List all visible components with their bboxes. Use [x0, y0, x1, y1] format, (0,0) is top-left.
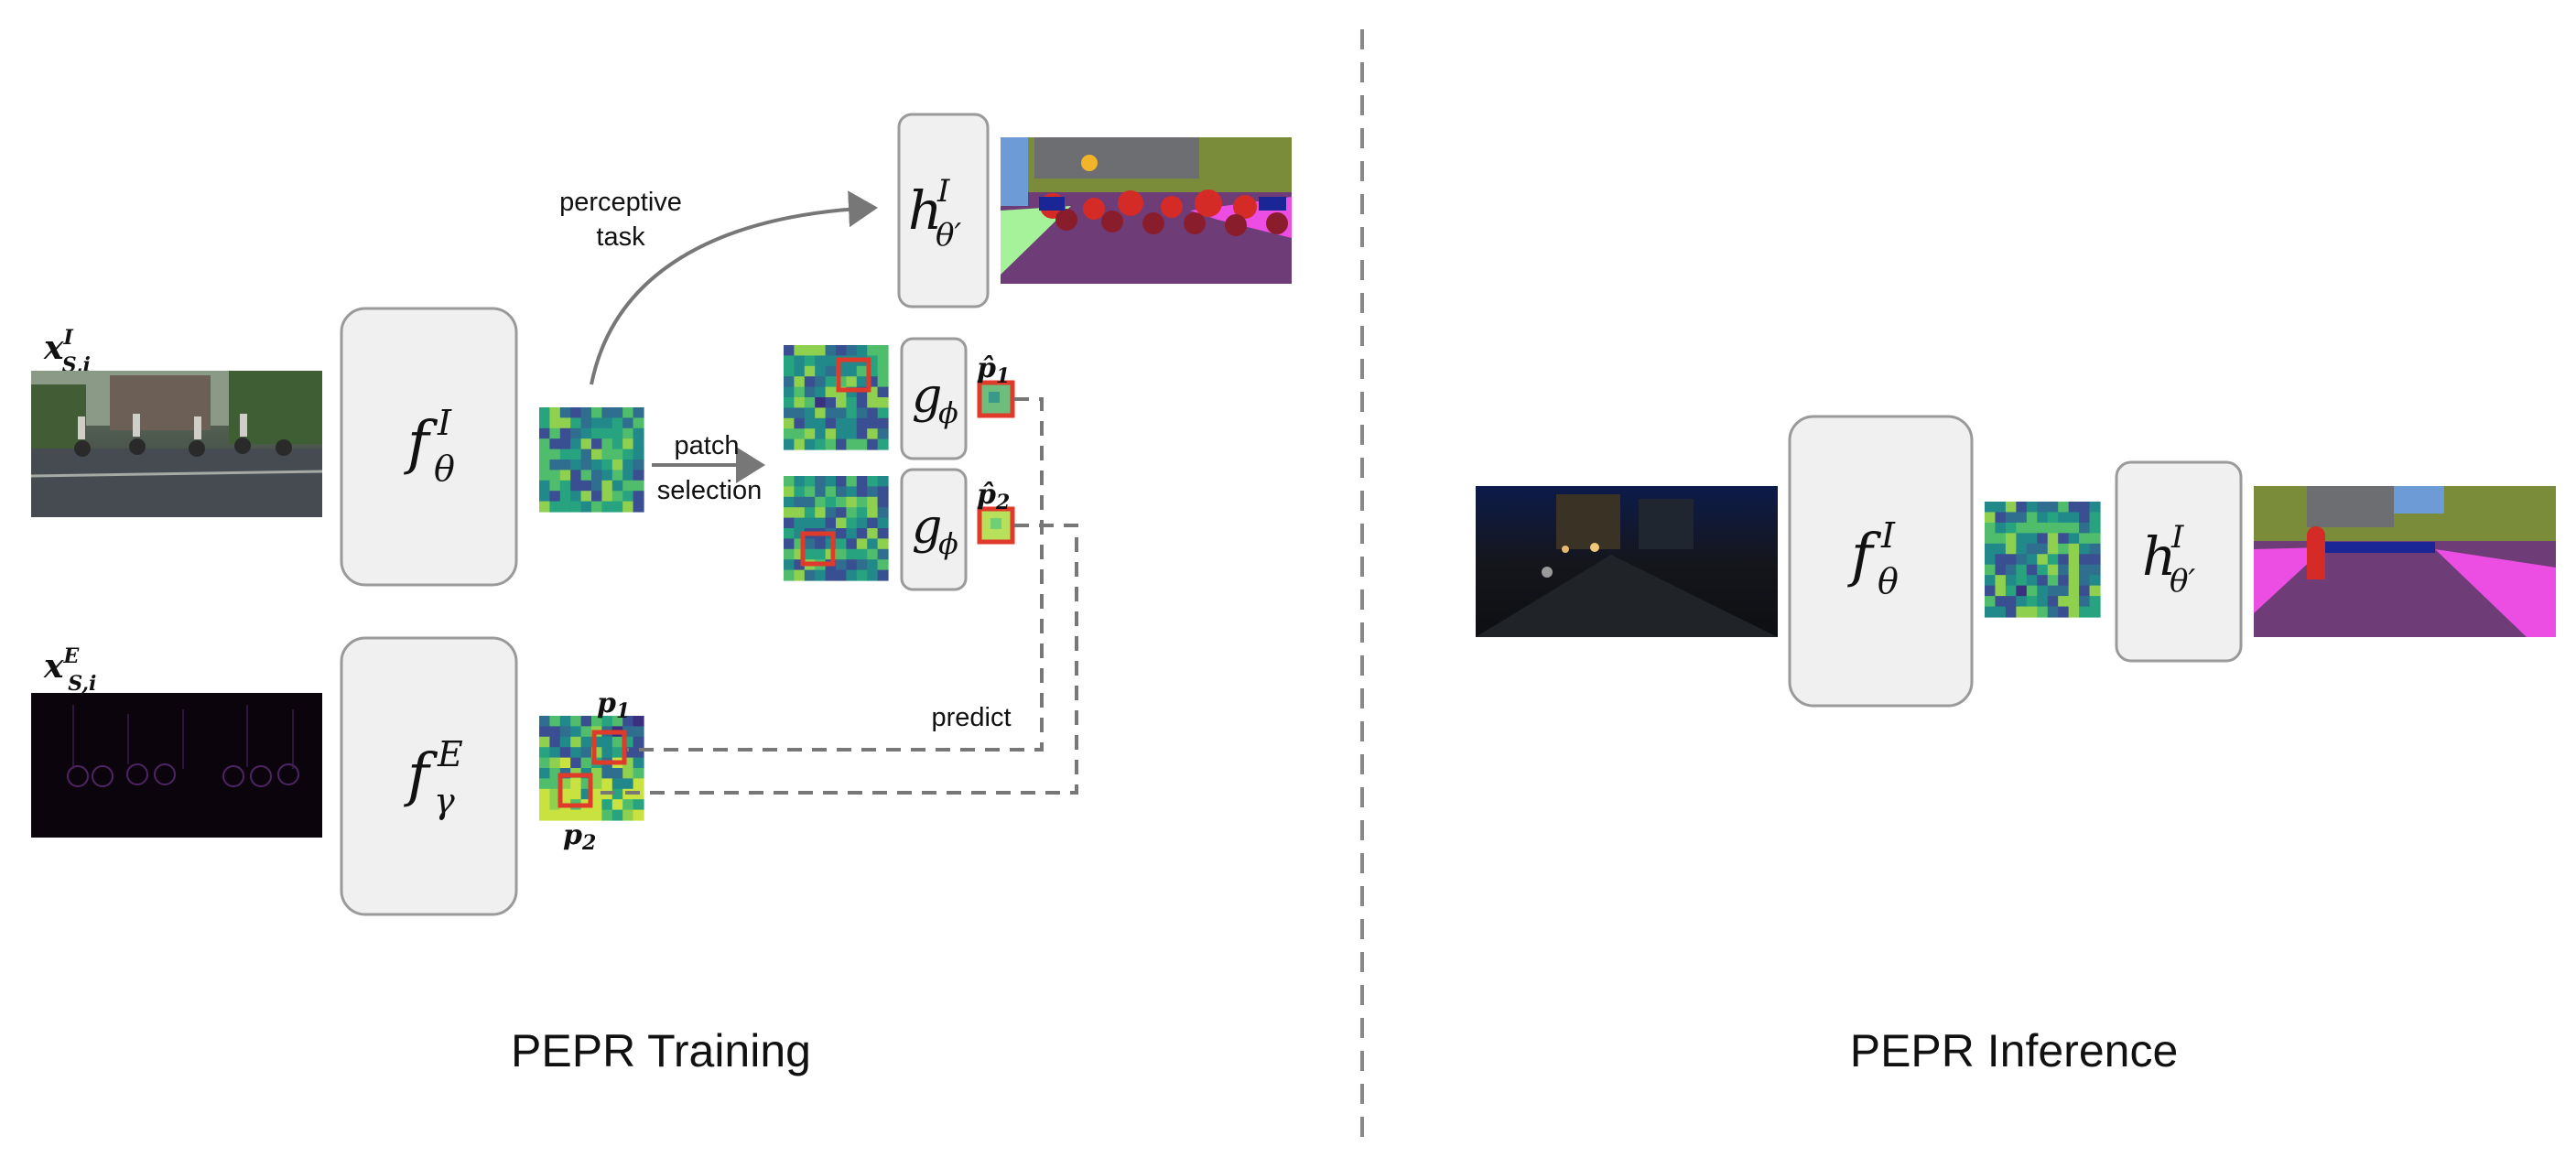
- task-head-box: h I θ′: [897, 113, 990, 308]
- svg-text:h: h: [2142, 525, 2176, 588]
- svg-text:I: I: [2170, 519, 2184, 556]
- svg-text:p1: p1: [597, 687, 630, 723]
- svg-text:patch: patch: [675, 431, 740, 460]
- perceptive-task-arrow: [590, 190, 878, 385]
- svg-text:perceptive: perceptive: [559, 188, 682, 217]
- event-patch-highlight-p1: [591, 730, 627, 765]
- patch-label-p2-hat: p̂2: [977, 479, 1010, 514]
- svg-text:selection: selection: [657, 476, 762, 505]
- svg-text:I: I: [437, 403, 452, 443]
- svg-text:E: E: [437, 734, 463, 774]
- svg-text:g: g: [912, 500, 942, 555]
- patch-label-p2: p2: [563, 819, 596, 855]
- selected-feature-map-2: [784, 476, 889, 581]
- svg-text:p̂1: p̂1: [977, 352, 1010, 388]
- training-segmentation-output: [1001, 137, 1292, 284]
- patch-label-p1-hat: p̂1: [977, 352, 1010, 388]
- svg-text:g: g: [912, 369, 942, 424]
- inference-caption: PEPR Inference: [1850, 1025, 2179, 1076]
- patch-highlight-2: [800, 531, 836, 567]
- patch-selection-label: patch selection: [657, 431, 762, 505]
- perceptive-task-label: perceptive task: [559, 188, 682, 252]
- image-encoder-box: f I θ: [340, 307, 518, 587]
- training-caption: PEPR Training: [511, 1025, 811, 1076]
- night-input-image: [1476, 486, 1778, 637]
- inference-task-head-box: h I θ′: [2115, 460, 2243, 663]
- svg-text:p̂2: p̂2: [977, 479, 1010, 514]
- svg-text:p2: p2: [563, 819, 596, 855]
- predictor-box-1: g ϕ: [900, 337, 968, 460]
- predict-connector-1: [627, 397, 1044, 752]
- predict-label: predict: [931, 703, 1011, 732]
- inference-segmentation-output: [2254, 486, 2556, 637]
- svg-text:γ: γ: [434, 781, 455, 821]
- patch-highlight-1: [836, 357, 871, 393]
- svg-text:θ: θ: [434, 449, 455, 489]
- svg-text:xIS,i: xIS,i: [43, 326, 91, 377]
- predicted-patch-1: [977, 380, 1015, 418]
- svg-text:I: I: [1880, 515, 1896, 556]
- svg-text:task: task: [596, 222, 645, 252]
- inference-image-encoder-box: f I θ: [1788, 415, 1974, 708]
- svg-text:I: I: [936, 173, 950, 210]
- event-input-image: [31, 693, 322, 838]
- predict-connector-2: [593, 524, 1078, 795]
- patch-label-p1: p1: [597, 687, 630, 723]
- inference-feature-map: [1985, 502, 2101, 618]
- rgb-input-image: [30, 371, 323, 517]
- svg-text:xES,i: xES,i: [43, 644, 96, 696]
- predicted-patch-2: [977, 506, 1015, 545]
- svg-text:θ′: θ′: [2170, 563, 2195, 600]
- predictor-box-2: g ϕ: [900, 468, 968, 591]
- svg-text:h: h: [908, 179, 942, 242]
- svg-text:ϕ: ϕ: [938, 395, 958, 430]
- svg-text:ϕ: ϕ: [938, 526, 958, 561]
- event-encoder-box: f E γ: [340, 636, 518, 916]
- image-feature-map: [539, 407, 644, 513]
- selected-feature-map-1: [784, 345, 889, 450]
- svg-text:θ′: θ′: [936, 217, 961, 254]
- svg-text:θ: θ: [1878, 561, 1899, 601]
- event-patch-highlight-p2: [557, 773, 593, 808]
